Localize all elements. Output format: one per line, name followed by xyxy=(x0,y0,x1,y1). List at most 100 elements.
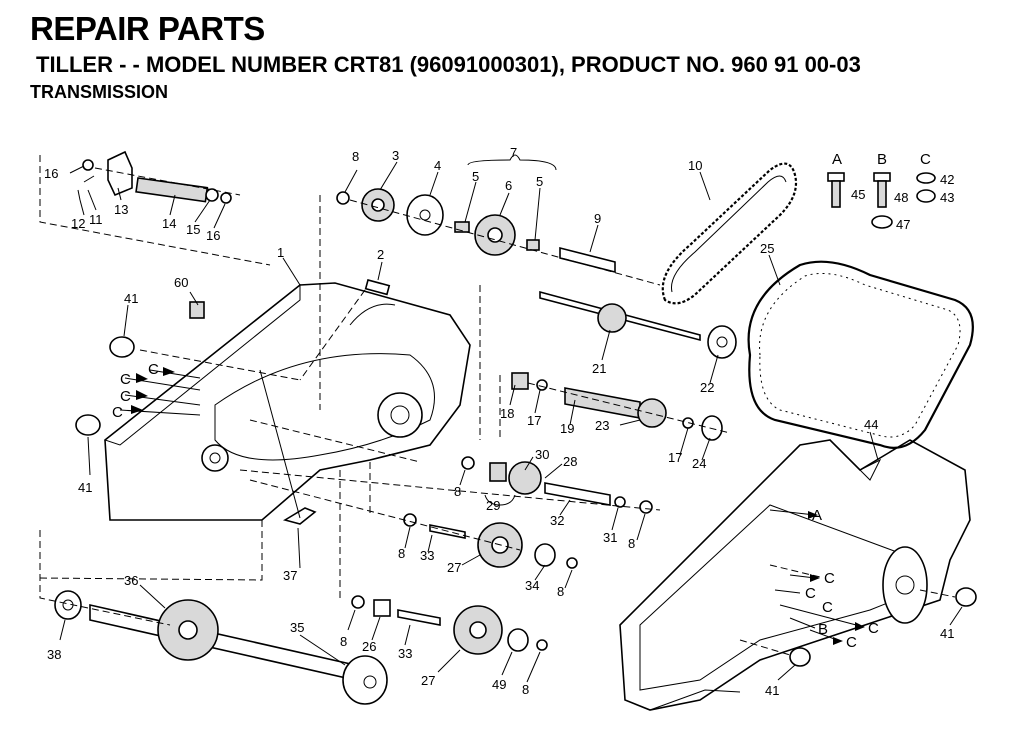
part-labels: 1 2 3 4 5 6 5 7 8 9 10 11 12 13 14 15 16… xyxy=(44,145,954,698)
label-16-a: 16 xyxy=(44,166,58,181)
page-title: REPAIR PARTS xyxy=(30,10,265,47)
callout-c-7: C xyxy=(822,599,833,616)
model-number-line: TILLER - - MODEL NUMBER CRT81 (960910003… xyxy=(36,52,861,77)
label-60: 60 xyxy=(174,275,188,290)
label-33-b: 33 xyxy=(398,646,412,661)
label-8-f: 8 xyxy=(340,634,347,649)
callout-arrows-right xyxy=(769,509,865,645)
legend-47: 47 xyxy=(896,217,910,232)
gear-set-29 xyxy=(461,456,653,514)
legend-43: 43 xyxy=(940,190,954,205)
legend-col-b: B xyxy=(877,151,887,168)
label-29: 29 xyxy=(486,498,500,513)
label-41-c: 41 xyxy=(940,626,954,641)
hardware-legend xyxy=(827,172,936,229)
hardware-legend-labels: A B C 45 48 42 43 47 xyxy=(832,151,954,232)
label-32: 32 xyxy=(550,513,564,528)
label-36: 36 xyxy=(124,573,138,588)
section-title: TRANSMISSION xyxy=(30,82,169,102)
shaft-21 xyxy=(539,290,737,359)
label-41-a: 41 xyxy=(124,291,138,306)
callout-b: B xyxy=(818,621,828,638)
label-8-e: 8 xyxy=(628,536,635,551)
label-5-b: 5 xyxy=(536,174,543,189)
gear-27-lower xyxy=(351,595,548,655)
label-6: 6 xyxy=(505,178,512,193)
label-41-d: 41 xyxy=(765,683,779,698)
callout-c-4: C xyxy=(112,404,123,421)
callout-c-8: C xyxy=(868,620,879,637)
label-8-b: 8 xyxy=(454,484,461,499)
label-27-b: 27 xyxy=(421,673,435,688)
callout-c-2: C xyxy=(120,371,131,388)
legend-42: 42 xyxy=(940,172,954,187)
leader-lines xyxy=(59,154,963,683)
legend-col-c: C xyxy=(920,151,931,168)
callout-c-6: C xyxy=(805,585,816,602)
label-21: 21 xyxy=(592,361,606,376)
shaft-19 xyxy=(511,372,723,441)
label-4: 4 xyxy=(434,158,441,173)
label-17-b: 17 xyxy=(668,450,682,465)
label-22: 22 xyxy=(700,380,714,395)
callout-c-3: C xyxy=(120,388,131,405)
callout-a: A xyxy=(812,507,822,524)
label-8-d: 8 xyxy=(557,584,564,599)
label-16-b: 16 xyxy=(206,228,220,243)
label-7: 7 xyxy=(510,145,517,160)
label-13: 13 xyxy=(114,202,128,217)
label-2: 2 xyxy=(377,247,384,262)
label-14: 14 xyxy=(162,216,176,231)
label-8-c: 8 xyxy=(398,546,405,561)
callout-c-5: C xyxy=(824,570,835,587)
label-8-a: 8 xyxy=(352,149,359,164)
label-8-g: 8 xyxy=(522,682,529,697)
label-9: 9 xyxy=(594,211,601,226)
bearings-41-left xyxy=(75,336,135,436)
legend-48: 48 xyxy=(894,190,908,205)
label-24: 24 xyxy=(692,456,706,471)
axle-assembly xyxy=(54,590,388,705)
label-38: 38 xyxy=(47,647,61,662)
callout-arrows-left xyxy=(119,367,201,416)
spring-60 xyxy=(189,301,205,319)
label-49: 49 xyxy=(492,677,506,692)
gasket xyxy=(747,260,974,449)
label-1: 1 xyxy=(277,245,284,260)
label-44: 44 xyxy=(864,417,878,432)
bearings-41-right xyxy=(789,587,977,667)
lever-37 xyxy=(259,369,317,525)
drive-chain xyxy=(661,162,798,305)
label-11: 11 xyxy=(89,212,103,227)
legend-col-a: A xyxy=(832,151,842,168)
label-3: 3 xyxy=(392,148,399,163)
callout-letters: C C C C C C C C C A B xyxy=(112,361,879,651)
label-35: 35 xyxy=(290,620,304,635)
assembly-lines xyxy=(39,155,956,656)
callout-c-9: C xyxy=(846,634,857,651)
label-5: 5 xyxy=(472,169,479,184)
legend-45: 45 xyxy=(851,187,865,202)
label-10: 10 xyxy=(688,158,702,173)
label-37: 37 xyxy=(283,568,297,583)
label-27-a: 27 xyxy=(447,560,461,575)
right-housing xyxy=(619,439,971,711)
label-34: 34 xyxy=(525,578,539,593)
label-19: 19 xyxy=(560,421,574,436)
label-28: 28 xyxy=(563,454,577,469)
label-15: 15 xyxy=(186,222,200,237)
label-41-b: 41 xyxy=(78,480,92,495)
label-30: 30 xyxy=(535,447,549,462)
label-31: 31 xyxy=(603,530,617,545)
label-33-a: 33 xyxy=(420,548,434,563)
callout-c-1: C xyxy=(148,361,159,378)
label-25: 25 xyxy=(760,241,774,256)
label-23: 23 xyxy=(595,418,609,433)
shaft-14-assembly xyxy=(77,150,232,204)
pin-2 xyxy=(364,279,391,296)
left-housing xyxy=(103,282,471,521)
label-12: 12 xyxy=(71,216,85,231)
label-18: 18 xyxy=(500,406,514,421)
label-26: 26 xyxy=(362,639,376,654)
